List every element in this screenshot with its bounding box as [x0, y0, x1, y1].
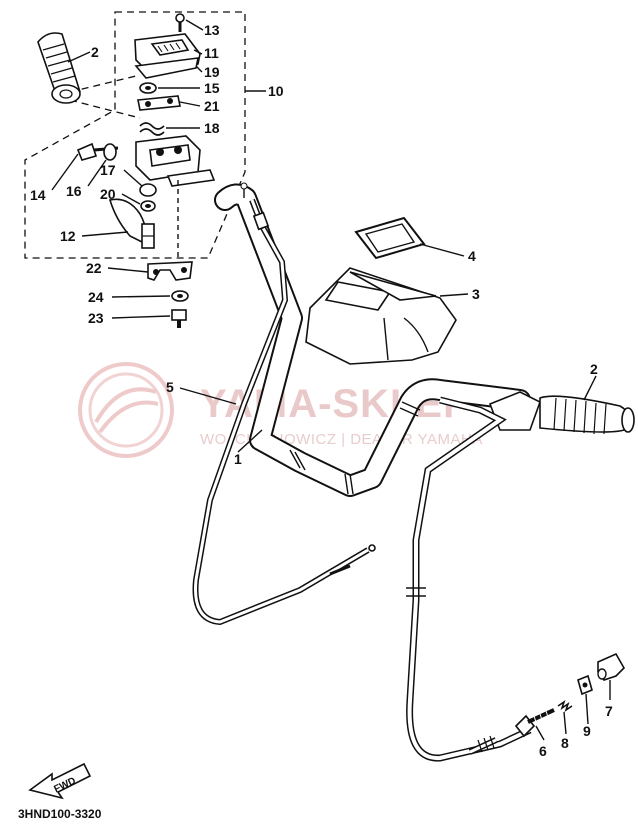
callout-13: 13 — [204, 22, 220, 38]
callout-22: 22 — [86, 260, 102, 276]
washer-24 — [171, 290, 189, 302]
throttle-lever — [108, 198, 155, 249]
watermark-subtitle: WOJCIECHOWICZ | DEALER YAMAHA — [200, 431, 483, 448]
nut-15 — [139, 82, 157, 94]
spring-8 — [557, 700, 573, 712]
handlebar — [214, 183, 531, 497]
callout-15: 15 — [204, 80, 220, 96]
callout-23: 23 — [88, 310, 104, 326]
plate-21 — [137, 95, 181, 111]
bolt-23 — [171, 309, 187, 328]
fwd-arrow: FWD — [28, 762, 92, 800]
callout-3: 3 — [472, 286, 480, 302]
callouts: 2 13 11 19 15 21 18 10 14 16 17 20 12 22… — [30, 22, 613, 759]
callout-20: 20 — [100, 186, 116, 202]
callout-21: 21 — [204, 98, 220, 114]
callout-5: 5 — [166, 379, 174, 395]
callout-6: 6 — [539, 743, 547, 759]
holder-7 — [597, 652, 625, 681]
callout-8: 8 — [561, 735, 569, 751]
callout-2-right: 2 — [590, 361, 598, 377]
callout-11: 11 — [204, 45, 219, 61]
right-grip — [488, 391, 635, 435]
washer-16 — [103, 143, 117, 161]
callout-10: 10 — [268, 83, 284, 99]
spring-18 — [139, 122, 165, 136]
callout-14: 14 — [30, 187, 46, 203]
leader-lines — [51, 19, 611, 741]
cable-adjuster — [514, 708, 555, 738]
callout-19: 19 — [204, 64, 220, 80]
callout-9: 9 — [583, 723, 591, 739]
clamp-22 — [147, 261, 193, 281]
nut-9 — [577, 674, 593, 696]
throttle-housing — [135, 135, 216, 258]
washer-20 — [140, 200, 156, 212]
callout-2-left: 2 — [91, 44, 99, 60]
bushing-17 — [139, 183, 157, 197]
callout-16: 16 — [66, 183, 82, 199]
callout-1: 1 — [234, 451, 242, 467]
cover-seal — [354, 216, 426, 260]
callout-12: 12 — [60, 228, 76, 244]
left-grip — [37, 32, 81, 104]
callout-7: 7 — [605, 703, 613, 719]
choke-cable — [406, 396, 532, 762]
handlebar-cover — [305, 267, 457, 365]
callout-4: 4 — [468, 248, 476, 264]
throttle-cable — [192, 182, 376, 626]
screw-13 — [175, 13, 185, 32]
callout-17: 17 — [100, 162, 116, 178]
callout-18: 18 — [204, 120, 220, 136]
diagram-code: 3HND100-3320 — [18, 807, 102, 821]
watermark-logo — [78, 362, 174, 458]
callout-24: 24 — [88, 289, 104, 305]
assembly-boundary — [24, 11, 246, 259]
switch-cover — [134, 33, 201, 79]
